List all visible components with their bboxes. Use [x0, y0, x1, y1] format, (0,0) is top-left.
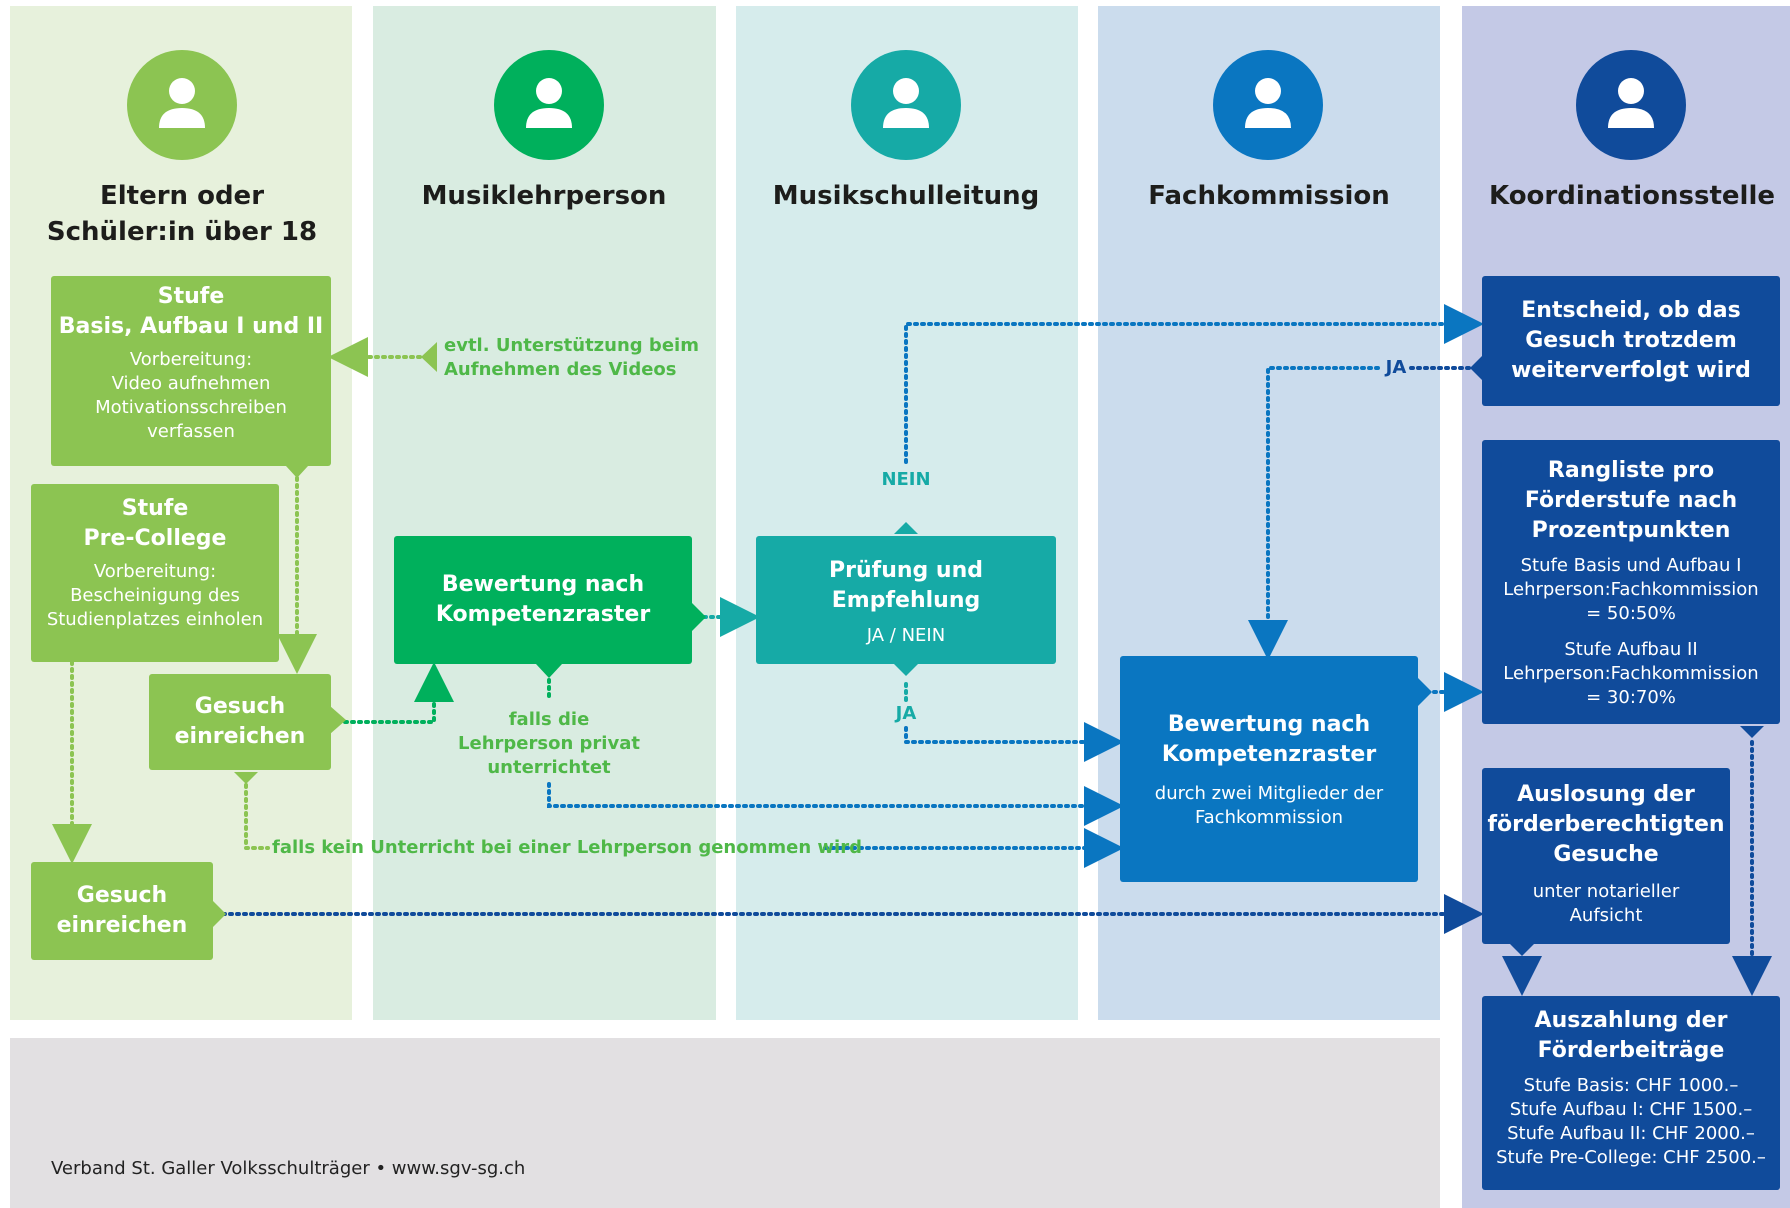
gesuch-einreichen-box: Gesuch einreichen — [31, 862, 213, 960]
auszahlung-box: Auszahlung der Förderbeiträge Stufe Basi… — [1482, 996, 1780, 1190]
stufe-precollege-title: Stufe Pre-College — [83, 496, 227, 551]
person-icon — [1213, 50, 1323, 160]
rangliste-text: Stufe Aufbau II Lehrperson:Fachkommissio… — [1503, 639, 1759, 708]
gesuch-einreichen-title: Gesuch einreichen — [56, 883, 188, 938]
gesuch-einreichen-box: Gesuch einreichen — [149, 674, 331, 770]
footer-text: Verband St. Galler Volksschulträger • ww… — [51, 1158, 526, 1179]
rangliste-box: Rangliste pro Förderstufe nach Prozentpu… — [1482, 440, 1780, 724]
bewertung-lehrperson-box: Bewertung nach Kompetenzraster — [394, 536, 692, 664]
person-icon — [494, 50, 604, 160]
label-ja: JA — [1385, 357, 1407, 378]
label-ja: JA — [895, 703, 917, 724]
entscheid-title: Entscheid, ob das Gesuch trotzdem weiter… — [1511, 298, 1751, 383]
lane-musiklehrperson — [373, 6, 716, 1020]
role-title: Fachkommission — [1148, 181, 1390, 211]
stufe-precollege-text: Vorbereitung: Bescheinigung des Studienp… — [46, 561, 264, 630]
label-kein-unterricht: falls kein Unterricht bei einer Lehrpers… — [272, 837, 862, 858]
auszahlung-title: Auszahlung der Förderbeiträge — [1534, 1008, 1728, 1063]
label-unterstuetzung: evtl. Unterstützung beim Aufnehmen des V… — [444, 335, 699, 380]
footer-band — [10, 1038, 1440, 1208]
person-icon — [851, 50, 961, 160]
entscheid-box: Entscheid, ob das Gesuch trotzdem weiter… — [1482, 276, 1780, 406]
role-title: Musikschulleitung — [772, 181, 1040, 211]
stufe-basis-text: Vorbereitung: Video aufnehmen Motivation… — [95, 349, 287, 442]
pruefung-text: JA / NEIN — [866, 625, 946, 646]
person-icon — [127, 50, 237, 160]
lane-musikschulleitung — [736, 6, 1078, 1020]
role-title: Eltern oder Schüler:in über 18 — [46, 181, 318, 247]
bewertung-fachkommission-text: durch zwei Mitglieder der Fachkommission — [1154, 783, 1384, 828]
role-title: Koordinationsstelle — [1489, 181, 1775, 211]
rangliste-text: Stufe Basis und Aufbau I Lehrperson:Fach… — [1503, 555, 1759, 624]
gesuch-einreichen-title: Gesuch einreichen — [174, 694, 306, 749]
person-icon — [1576, 50, 1686, 160]
label-privat: falls die Lehrperson privat unterrichtet — [458, 709, 640, 778]
role-title: Musiklehrperson — [421, 181, 667, 211]
pruefung-title: Prüfung und Empfehlung — [828, 558, 983, 613]
stufe-precollege-box: Stufe Pre-College Vorbereitung: Beschein… — [31, 484, 279, 662]
bewertung-fachkommission-title: Bewertung nach Kompetenzraster — [1161, 712, 1377, 767]
stufe-basis-title: Stufe Basis, Aufbau I und II — [58, 284, 324, 339]
stufe-basis-box: Stufe Basis, Aufbau I und II Vorbereitun… — [51, 276, 331, 466]
bewertung-fachkommission-box: Bewertung nach Kompetenzraster durch zwe… — [1120, 656, 1418, 882]
auslosung-box: Auslosung der förderberechtigten Gesuche… — [1482, 768, 1730, 944]
pruefung-box: Prüfung und Empfehlung JA / NEIN — [756, 536, 1056, 664]
auslosung-title: Auslosung der förderberechtigten Gesuche — [1487, 782, 1725, 867]
auslosung-text: unter notarieller Aufsicht — [1532, 881, 1680, 926]
auszahlung-text: Stufe Basis: CHF 1000.– Stufe Aufbau I: … — [1496, 1075, 1766, 1168]
label-nein: NEIN — [881, 469, 931, 490]
bewertung-lehrperson-title: Bewertung nach Kompetenzraster — [435, 572, 651, 627]
rangliste-title: Rangliste pro Förderstufe nach Prozentpu… — [1524, 458, 1738, 543]
